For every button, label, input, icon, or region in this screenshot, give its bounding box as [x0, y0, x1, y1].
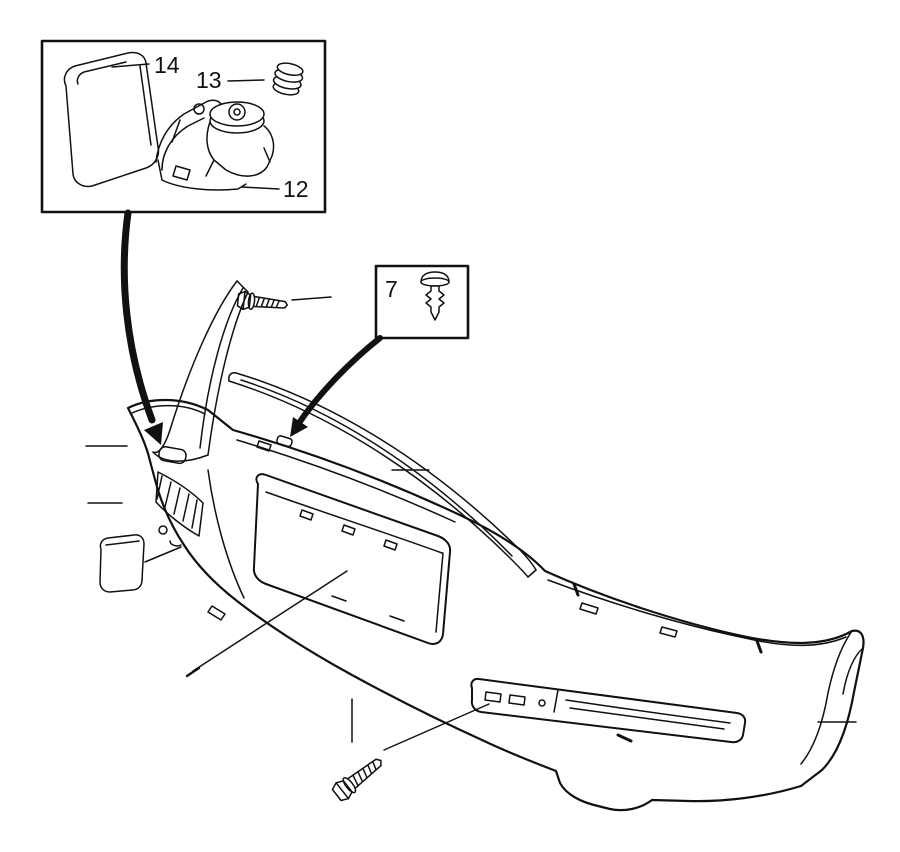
screw-icon — [236, 290, 289, 311]
callout-label-12: 12 — [283, 176, 309, 202]
headlamp-edge-line — [131, 404, 206, 415]
bumper-cover-illustration — [126, 280, 865, 812]
inset-box-part-7: 7 — [374, 264, 470, 340]
leader-line — [144, 546, 182, 563]
trim-strip-icon — [228, 372, 537, 578]
bumper-corner-fin — [152, 280, 249, 462]
bumper-corner-inner-lines — [800, 630, 864, 765]
leader-tick — [185, 666, 201, 678]
leader-line — [383, 703, 490, 751]
washer-cover-icon — [63, 51, 160, 188]
bumper-crease-line — [207, 469, 245, 599]
callout-label-13: 13 — [196, 67, 222, 93]
leader-line — [192, 570, 348, 672]
fog-reflector-strip — [470, 677, 747, 744]
callout-label-7: 7 — [385, 276, 398, 302]
bumper-top-inner-line — [547, 579, 847, 647]
clip-mark — [572, 582, 580, 597]
leader-line — [291, 296, 332, 301]
clip-mark — [616, 733, 633, 743]
washer-jet-hole — [158, 446, 187, 465]
tow-eye-cover-icon — [99, 534, 145, 593]
push-pin-clip-icon — [420, 271, 450, 321]
callout-label-14: 14 — [154, 52, 180, 78]
arrow-to-clip-location — [290, 335, 383, 437]
clip-tab — [207, 605, 226, 621]
flange-bolt-icon — [331, 758, 382, 802]
clip-tab — [256, 440, 272, 452]
bumper-top-inner-line — [236, 439, 456, 523]
side-vent-hatch — [155, 471, 204, 547]
leader-line — [111, 63, 150, 68]
arrow-to-washer-mount — [120, 209, 163, 445]
washer-bracket-icon — [155, 99, 275, 191]
leader-line — [241, 186, 280, 190]
inset-box-parts-12-13-14: 14 13 — [40, 39, 327, 214]
bumper-outline — [126, 398, 865, 812]
leader-line — [227, 79, 265, 82]
clip-slot — [276, 435, 293, 448]
grille-opening — [252, 473, 452, 645]
clip-slots-right — [579, 602, 678, 638]
clip-mark — [755, 639, 763, 654]
coil-spring-icon — [272, 62, 304, 96]
